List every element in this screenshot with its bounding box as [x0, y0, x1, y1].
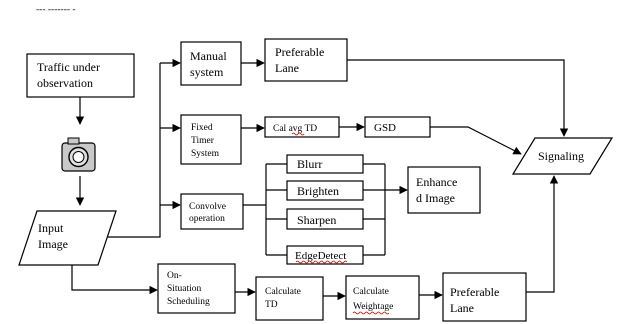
node-input-image: Input Image — [18, 210, 117, 266]
node-preferable-lane-bottom: Preferable Lane — [442, 272, 527, 322]
node-input-image-line-2: Image — [38, 237, 68, 251]
node-preferable-lane-top: Preferable Lane — [264, 38, 348, 82]
node-gsd-label: GSD — [374, 122, 396, 134]
camera-icon — [61, 137, 96, 172]
arrow-input-to-onsituation — [71, 265, 158, 295]
node-convolve-operation: Convolve operation — [180, 193, 244, 230]
node-preferable-lane-bottom-line-2: Lane — [450, 301, 474, 315]
node-sharpen: Sharpen — [286, 208, 364, 230]
node-blurr: Blurr — [286, 154, 364, 174]
node-manual-line-2: system — [190, 65, 224, 79]
node-fixed-timer-line-2: Timer — [191, 136, 215, 146]
node-calculate-td-line-2: TD — [265, 300, 278, 310]
node-on-situation-line-2: Situation — [167, 284, 202, 294]
connector-input-to-bus — [108, 63, 161, 238]
node-input-image-line-1: Input — [38, 221, 64, 235]
node-cal-avg-td-label: Cal avg TD — [273, 124, 317, 134]
node-cal-avg-td: Cal avg TD — [264, 116, 340, 138]
node-calculate-weightage-line-1: Calculate — [353, 287, 389, 297]
node-traffic-under-observation: Traffic under observation — [26, 53, 135, 98]
node-blurr-label: Blurr — [297, 157, 322, 171]
node-enhanced-image-line-2: d Image — [416, 191, 455, 205]
node-on-situation-line-1: On- — [167, 271, 182, 281]
node-fixed-timer-system: Fixed Timer System — [180, 114, 242, 165]
node-convolve-line-2: operation — [189, 214, 225, 224]
node-brighten: Brighten — [286, 180, 364, 201]
node-traffic-line-1: Traffic under — [37, 60, 100, 74]
arrow-gsd-to-signaling — [430, 126, 522, 155]
node-preferable-lane-top-line-2: Lane — [275, 61, 299, 75]
node-traffic-line-2: observation — [37, 76, 93, 90]
node-calculate-td: Calculate TD — [255, 276, 324, 321]
arrow-lane-to-signaling — [347, 59, 569, 137]
node-manual-system: Manual system — [180, 41, 242, 86]
node-manual-line-1: Manual — [190, 49, 227, 63]
node-enhanced-image-line-1: Enhance — [416, 175, 457, 189]
node-fixed-timer-line-1: Fixed — [191, 123, 213, 133]
node-fixed-timer-line-3: System — [191, 149, 220, 159]
node-edgedetect: EdgeDetect — [286, 245, 364, 265]
node-signaling-label: Signaling — [538, 149, 584, 163]
node-calculate-td-line-1: Calculate — [265, 287, 301, 297]
node-on-situation-scheduling: On- Situation Scheduling — [157, 263, 236, 314]
node-gsd: GSD — [364, 116, 431, 138]
node-sharpen-label: Sharpen — [297, 213, 336, 227]
node-signaling: Signaling — [511, 137, 614, 175]
node-on-situation-line-3: Scheduling — [167, 297, 210, 307]
header-fragment: --- ------- - — [36, 5, 76, 15]
arrow-lane-bottom-to-signaling — [526, 175, 559, 293]
node-edgedetect-label: EdgeDetect — [295, 250, 346, 262]
node-preferable-lane-top-line-1: Preferable — [275, 45, 324, 59]
node-calculate-weightage-line-2: Weightage — [353, 302, 393, 312]
node-convolve-line-1: Convolve — [189, 202, 226, 212]
node-brighten-label: Brighten — [297, 184, 339, 198]
node-enhanced-image: Enhance d Image — [407, 166, 481, 214]
node-calculate-weightage: Calculate Weightage — [345, 275, 420, 320]
node-preferable-lane-bottom-line-1: Preferable — [450, 285, 499, 299]
